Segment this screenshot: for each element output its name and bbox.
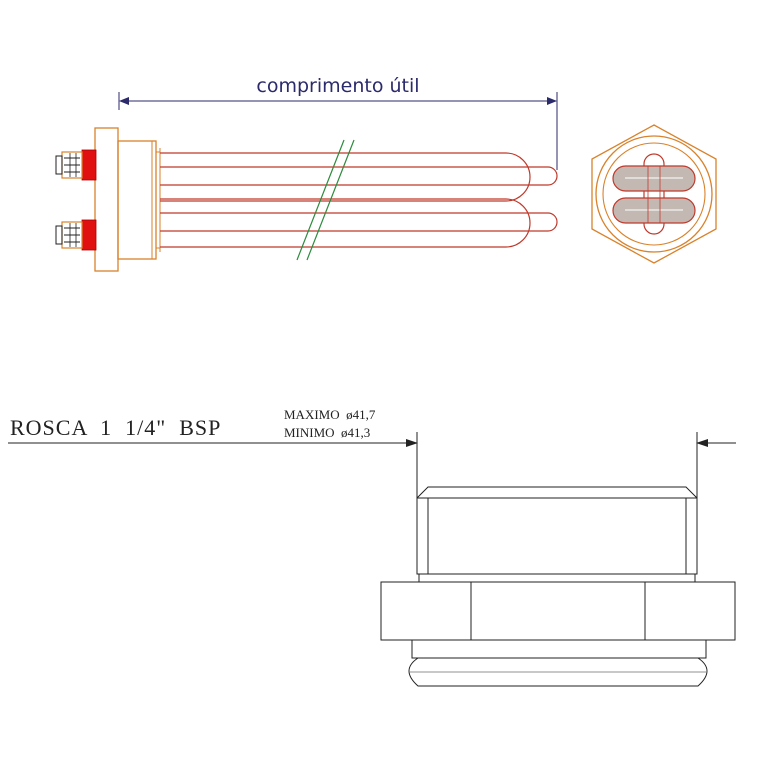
terminal-top [55,149,97,181]
useful-length-dimension: comprimento útil [118,75,558,170]
terminal-bottom [55,219,97,251]
heating-tubes [160,152,558,248]
thread-max-label: MAXIMO ø41,7 [284,407,376,422]
flange [94,127,161,272]
heater-side-view: comprimento útil [55,75,558,272]
heater-end-view [591,124,717,264]
thread-label: ROSCA 1 1/4" BSP [10,415,221,440]
thread-min-label: MINIMO ø41,3 [284,425,370,440]
thread-spec: ROSCA 1 1/4" BSP MAXIMO ø41,7 MINIMO ø41… [8,407,736,498]
break-lines [296,139,355,261]
useful-length-label: comprimento útil [256,75,419,97]
thread-fitting [380,486,736,687]
